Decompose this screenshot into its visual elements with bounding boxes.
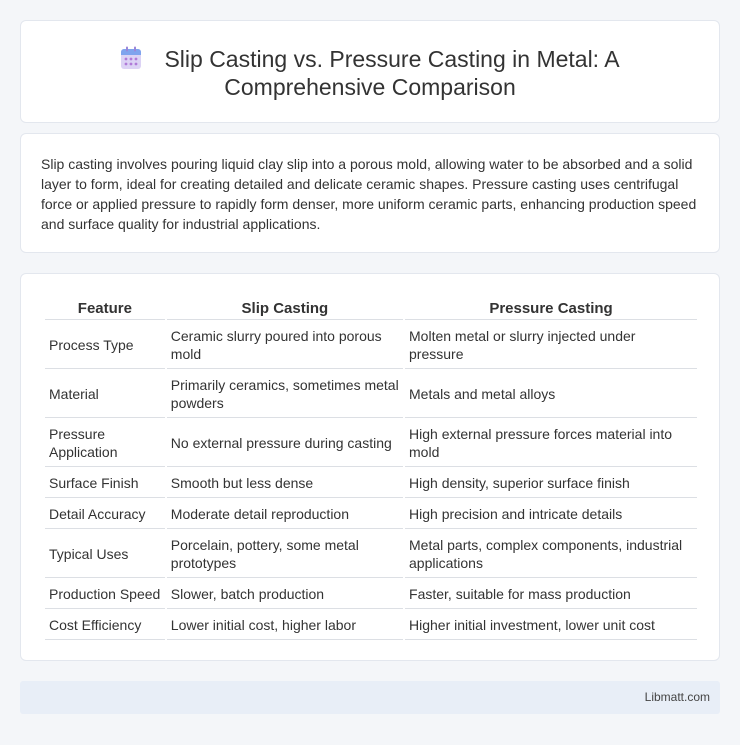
table-row: Material Primarily ceramics, sometimes m… [45,371,697,418]
feature-cell: Typical Uses [45,531,165,578]
calendar-icon [121,46,142,69]
comparison-table: Feature Slip Casting Pressure Casting Pr… [43,296,699,642]
pressure-cell: High density, superior surface finish [405,469,697,498]
footer-site-link[interactable]: Libmatt.com [644,690,710,704]
slip-cell: Smooth but less dense [166,469,404,498]
header-slip-casting: Slip Casting [166,298,404,320]
title-text-1: Slip Casting vs. Pressure Casting in Met… [164,46,620,72]
feature-cell: Pressure Application [45,420,165,467]
footer-bar: Libmatt.com [20,681,720,714]
summary-card: Slip casting involves pouring liquid cla… [20,133,720,253]
pressure-cell: Molten metal or slurry injected under pr… [405,322,697,369]
slip-cell: Lower initial cost, higher labor [166,611,404,640]
header-card: Slip Casting vs. Pressure Casting in Met… [20,20,720,123]
pressure-cell: High external pressure forces material i… [405,420,697,467]
summary-text: Slip casting involves pouring liquid cla… [41,156,697,232]
pressure-cell: High precision and intricate details [405,500,697,529]
page-title: Slip Casting vs. Pressure Casting in Met… [21,45,719,101]
feature-cell: Material [45,371,165,418]
table-row: Surface Finish Smooth but less dense Hig… [45,469,697,498]
pressure-cell: Metal parts, complex components, industr… [405,531,697,578]
slip-cell: Slower, batch production [166,580,404,609]
comparison-card: Feature Slip Casting Pressure Casting Pr… [20,273,720,661]
pressure-cell: Higher initial investment, lower unit co… [405,611,697,640]
title-line-1: Slip Casting vs. Pressure Casting in Met… [21,45,719,73]
feature-cell: Cost Efficiency [45,611,165,640]
slip-cell: Ceramic slurry poured into porous mold [166,322,404,369]
feature-cell: Detail Accuracy [45,500,165,529]
title-line-2: Comprehensive Comparison [224,74,516,100]
slip-cell: No external pressure during casting [166,420,404,467]
pressure-cell: Metals and metal alloys [405,371,697,418]
header-feature: Feature [45,298,165,320]
table-row: Typical Uses Porcelain, pottery, some me… [45,531,697,578]
table-row: Pressure Application No external pressur… [45,420,697,467]
pressure-cell: Faster, suitable for mass production [405,580,697,609]
feature-cell: Process Type [45,322,165,369]
table-row: Production Speed Slower, batch productio… [45,580,697,609]
table-row: Process Type Ceramic slurry poured into … [45,322,697,369]
feature-cell: Surface Finish [45,469,165,498]
header-pressure-casting: Pressure Casting [405,298,697,320]
feature-cell: Production Speed [45,580,165,609]
table-row: Cost Efficiency Lower initial cost, high… [45,611,697,640]
slip-cell: Primarily ceramics, sometimes metal powd… [166,371,404,418]
slip-cell: Porcelain, pottery, some metal prototype… [166,531,404,578]
table-header-row: Feature Slip Casting Pressure Casting [45,298,697,320]
table-row: Detail Accuracy Moderate detail reproduc… [45,500,697,529]
slip-cell: Moderate detail reproduction [166,500,404,529]
